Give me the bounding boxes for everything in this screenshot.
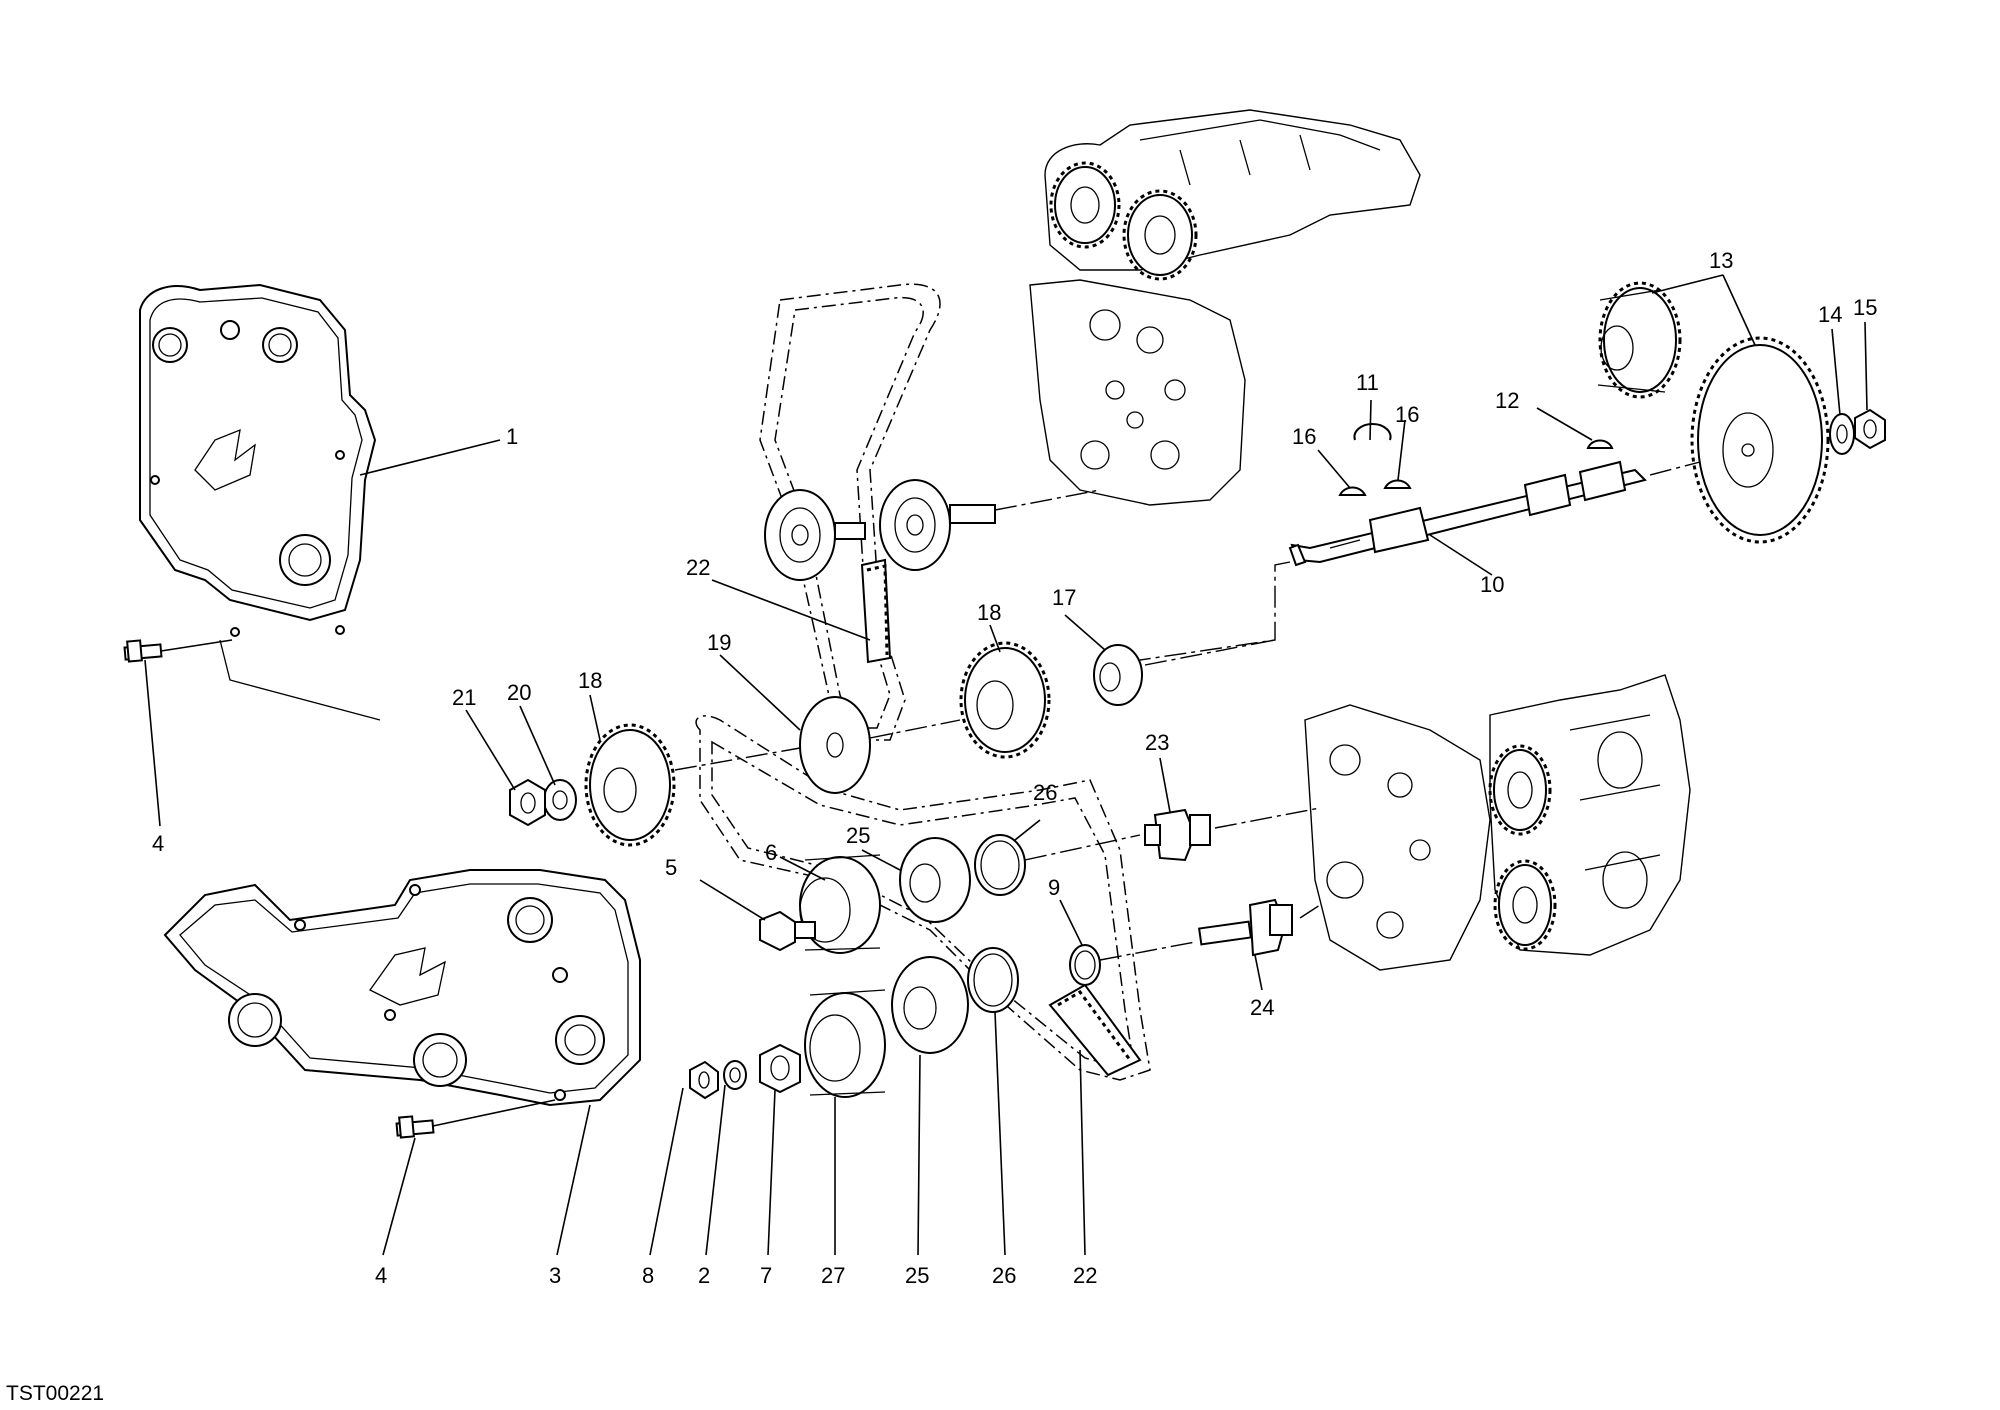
callout-22-lower: 22 — [1073, 1263, 1097, 1288]
callout-10: 10 — [1480, 572, 1504, 597]
callout-20: 20 — [507, 680, 531, 705]
stud-24 — [1198, 898, 1293, 957]
stud-23 — [1144, 808, 1211, 862]
tensioner-pulley-6 — [799, 854, 881, 954]
upper-timing-cover — [139, 283, 381, 721]
callout-2: 2 — [698, 1263, 710, 1288]
callout-19: 19 — [707, 630, 731, 655]
camshaft-gear-small — [1597, 281, 1682, 399]
eccentric-nut-7 — [759, 1043, 801, 1094]
callout-12: 12 — [1495, 388, 1519, 413]
nut-21 — [509, 778, 546, 827]
callout-16-left: 16 — [1292, 424, 1316, 449]
washer-14 — [1829, 413, 1855, 455]
callout-22-upper: 22 — [686, 555, 710, 580]
circlip-26-lower — [967, 947, 1019, 1013]
cover-screw-lower — [395, 1099, 556, 1139]
lower-timing-belt — [695, 715, 1151, 1081]
tensioner-roller-27 — [804, 989, 886, 1098]
callout-9: 9 — [1048, 875, 1060, 900]
nut-15 — [1854, 408, 1886, 450]
callout-6: 6 — [765, 840, 777, 865]
bearing-25-upper — [899, 837, 971, 923]
callout-15: 15 — [1853, 295, 1877, 320]
callout-4-lower: 4 — [375, 1263, 387, 1288]
washer-20 — [543, 779, 577, 821]
belt-section-lower — [1048, 983, 1142, 1077]
spacer-axis — [1144, 639, 1276, 666]
key-16-right — [1383, 479, 1412, 489]
camshaft-axis — [1139, 461, 1701, 661]
document-code: TST00221 — [6, 1382, 104, 1405]
camshaft — [1288, 460, 1647, 567]
idler-pulley-upper-right — [879, 479, 996, 571]
lower-timing-cover — [163, 869, 641, 1107]
callout-1: 1 — [506, 424, 518, 449]
callout-21: 21 — [452, 685, 476, 710]
callout-labels: 1 4 4 3 8 2 7 27 25 26 22 18 21 20 19 22… — [152, 248, 1877, 1288]
tensioner-axis-lower — [1099, 904, 1321, 961]
callout-18-left: 18 — [578, 668, 602, 693]
callout-14: 14 — [1818, 302, 1842, 327]
callout-23: 23 — [1145, 730, 1169, 755]
idler-pulley-upper-left — [764, 489, 866, 581]
belt-section-upper-teeth — [866, 564, 889, 656]
front-cylinder-head — [1304, 674, 1691, 971]
callout-18-right: 18 — [977, 600, 1001, 625]
camshaft-gear-large — [1690, 336, 1830, 544]
tensioner-bolt-5 — [759, 910, 816, 952]
key-12 — [1586, 439, 1614, 449]
callout-16-right: 16 — [1395, 402, 1419, 427]
callout-8: 8 — [642, 1263, 654, 1288]
pulley-axis — [674, 719, 961, 771]
nut-8 — [689, 1060, 719, 1100]
leader-lines — [144, 274, 1868, 1256]
bearing-25-lower — [891, 956, 969, 1054]
callout-13: 13 — [1709, 248, 1733, 273]
callout-17: 17 — [1052, 585, 1076, 610]
callout-27: 27 — [821, 1263, 845, 1288]
callout-24: 24 — [1250, 995, 1274, 1020]
rear-cylinder-head — [1029, 109, 1421, 506]
callout-26-lower: 26 — [992, 1263, 1016, 1288]
key-16-left — [1338, 486, 1367, 496]
upper-idler-axis — [994, 489, 1101, 511]
cover-screw-upper — [123, 639, 233, 663]
circlip-9 — [1069, 944, 1101, 986]
callout-4-upper: 4 — [152, 831, 164, 856]
flange-washer-19 — [799, 696, 871, 794]
callout-5: 5 — [665, 855, 677, 880]
tensioner-axis-upper — [1024, 807, 1321, 861]
belt-pulley-18-left — [584, 723, 676, 847]
callout-11: 11 — [1356, 370, 1379, 395]
callout-7: 7 — [760, 1263, 772, 1288]
belt-pulley-18-right — [959, 641, 1051, 759]
callout-3: 3 — [549, 1263, 561, 1288]
washer-2 — [723, 1060, 747, 1090]
belt-section-lower-teeth — [1057, 990, 1132, 1061]
circlip-11 — [1353, 423, 1392, 441]
callout-26-upper: 26 — [1033, 780, 1057, 805]
circlip-26-upper — [974, 834, 1026, 896]
spacer-17 — [1093, 644, 1143, 706]
belt-section-upper — [860, 558, 892, 664]
callout-25-lower: 25 — [905, 1263, 929, 1288]
callout-25-upper: 25 — [846, 823, 870, 848]
